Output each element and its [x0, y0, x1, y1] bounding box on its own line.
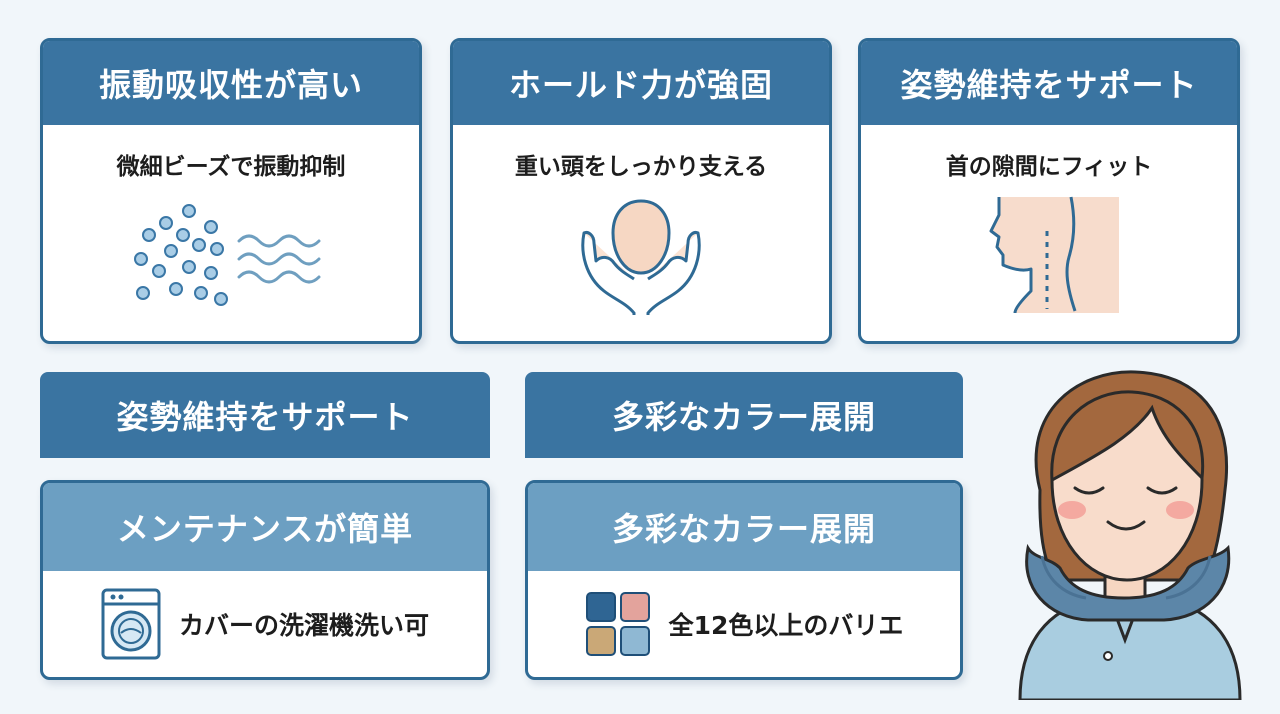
colors-text: 全12色以上のバリエ	[668, 611, 904, 640]
feature-title: 振動吸収性が高い	[43, 41, 419, 125]
banner-colors: 多彩なカラー展開	[525, 372, 963, 458]
banner-posture: 姿勢維持をサポート	[40, 372, 490, 458]
woman-with-neck-pillow-illustration	[1018, 370, 1242, 700]
neck-profile-icon	[989, 196, 1119, 313]
color-swatches-icon	[585, 592, 650, 656]
colors-card: 多彩なカラー展開 全12色以上のバリエ	[525, 480, 963, 680]
feature-card-hold: ホールド力が強固 重い頭をしっかり支える	[450, 38, 832, 344]
feature-title: 姿勢維持をサポート	[861, 41, 1237, 125]
feature-card-posture: 姿勢維持をサポート 首の隙間にフィット	[858, 38, 1240, 344]
maintenance-text: カバーの洗濯機洗い可	[178, 611, 429, 640]
feature-subtitle: 微細ビーズで振動抑制	[116, 154, 346, 180]
feature-title: ホールド力が強固	[453, 41, 829, 125]
feature-subtitle: 首の隙間にフィット	[945, 154, 1153, 180]
hands-holding-head-icon	[581, 199, 701, 315]
colors-title: 多彩なカラー展開	[528, 483, 960, 571]
washing-machine-icon	[101, 588, 161, 660]
feature-card-vibration: 振動吸収性が高い 微細ビーズで振動抑制	[40, 38, 422, 344]
beads-wave-icon	[134, 204, 321, 306]
feature-subtitle: 重い頭をしっかり支える	[514, 154, 768, 180]
maintenance-card: メンテナンスが簡単 カバーの洗濯機洗い可	[40, 480, 490, 680]
maintenance-title: メンテナンスが簡単	[43, 483, 487, 571]
